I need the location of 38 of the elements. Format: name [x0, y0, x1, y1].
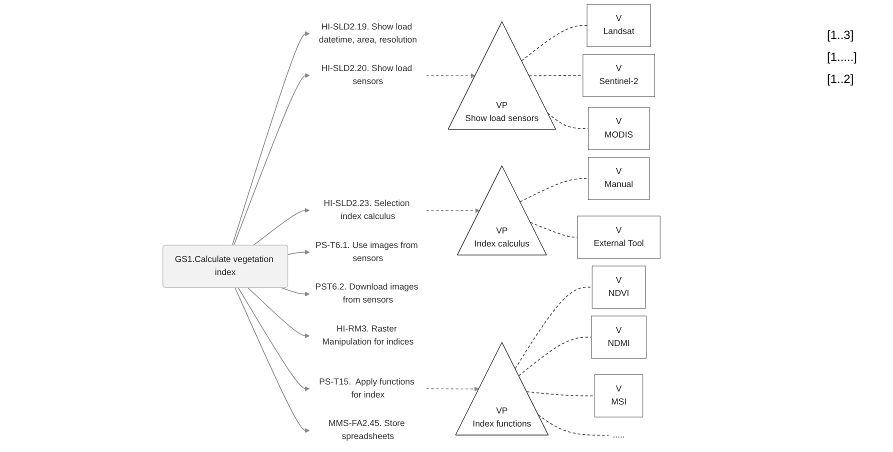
connector — [514, 286, 593, 370]
node-box: V External Tool — [577, 216, 660, 259]
node-text: HI-SLD2.19. Show load datetime, area, resolution — [318, 22, 417, 45]
node-text: HI-SLD2.20. Show load sensors — [321, 64, 412, 86]
cardinality-label: [1..3] — [827, 28, 855, 42]
node-box: V Sentinel-2 — [582, 54, 655, 97]
arrow — [238, 287, 310, 392]
arrow — [232, 31, 310, 246]
connector — [538, 414, 610, 436]
connector — [521, 25, 588, 62]
cardinality-label: [1.....] — [827, 50, 858, 64]
node-box: V MODIS — [588, 107, 650, 150]
arrow — [234, 287, 310, 433]
node-text: PS-T15. Apply functions for index — [319, 377, 414, 400]
arrow — [252, 208, 310, 246]
node-box: V NDVI — [592, 266, 646, 309]
node-text: PST6.2. Download images from sensors — [315, 282, 418, 305]
arrow — [233, 73, 310, 246]
arrow — [426, 73, 476, 78]
node-text: HI-SLD2.23. Selection index calculus — [324, 198, 410, 222]
node-text: HI-RM3. Raster Manipulation for indices — [322, 324, 414, 347]
arrow — [426, 386, 480, 392]
connector — [528, 75, 584, 76]
node-box: V NDMI — [591, 316, 646, 359]
arrow — [281, 287, 310, 296]
connector — [520, 178, 589, 202]
arrow — [426, 208, 480, 214]
connector — [526, 391, 596, 396]
connector — [530, 222, 578, 238]
node-box: V Landsat — [586, 4, 651, 47]
node-box: V Manual — [588, 157, 650, 200]
arrow — [248, 287, 310, 338]
node-box: V MSI — [594, 374, 644, 418]
cardinality-label: [1..2] — [827, 72, 855, 86]
node-text: MMS-FA2.45. Store spreadsheets — [328, 419, 405, 442]
arrow — [288, 250, 310, 255]
node-text: ..... — [612, 430, 625, 440]
node-text: PS-T6.1. Use images from sensors — [316, 240, 418, 264]
